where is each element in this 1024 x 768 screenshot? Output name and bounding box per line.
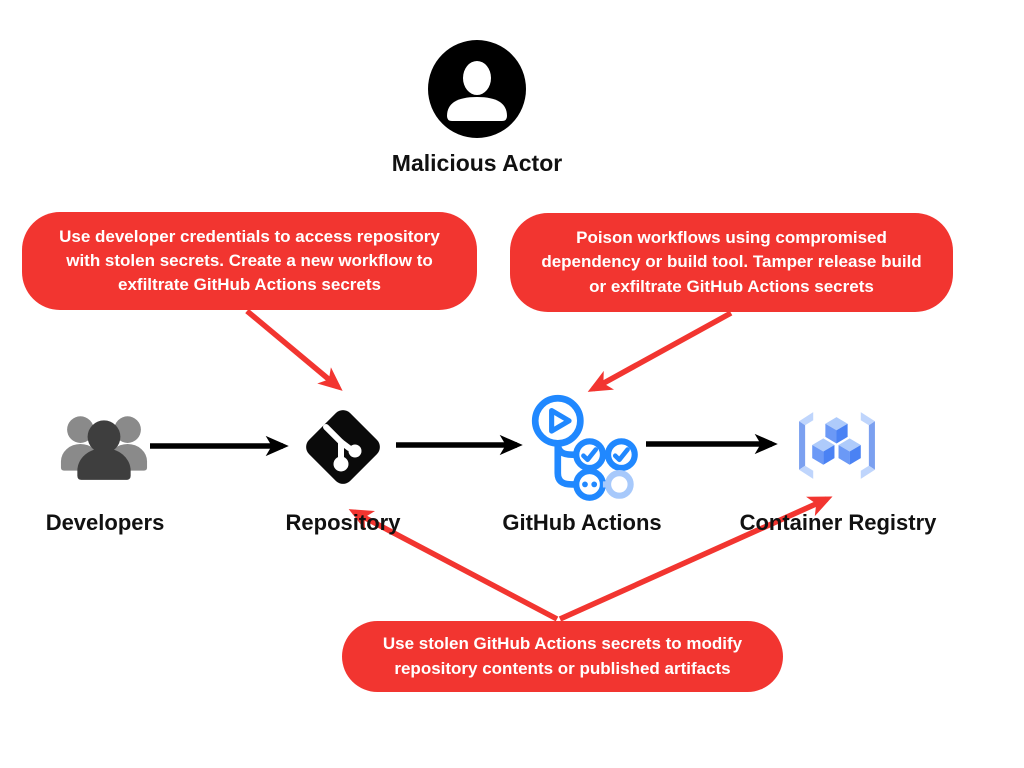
node-container-registry — [788, 404, 886, 490]
node-github-actions — [527, 394, 645, 502]
person-icon — [447, 61, 507, 121]
github-actions-workflow-icon — [531, 394, 638, 501]
callout-registry-attack: Use stolen GitHub Actions secrets to mod… — [342, 621, 783, 692]
label-repository: Repository — [285, 510, 401, 535]
container-registry-cubes-icon — [799, 412, 875, 479]
malicious-actor-avatar — [428, 40, 526, 138]
node-repository — [298, 402, 388, 492]
node-developers — [50, 404, 158, 486]
attack-arrow-right-callout-to-actions — [587, 310, 733, 392]
label-developers: Developers — [45, 510, 165, 535]
callout-actions-attack: Poison workflows using compromised depen… — [510, 213, 953, 312]
git-repository-icon — [306, 410, 380, 484]
attack-arrow-left-callout-to-repository — [245, 308, 343, 391]
callout-repository-attack: Use developer credentials to access repo… — [22, 212, 477, 310]
developers-group-icon — [60, 416, 148, 480]
label-container-registry: Container Registry — [739, 510, 937, 535]
label-github-actions: GitHub Actions — [502, 510, 662, 535]
malicious-actor-label: Malicious Actor — [391, 150, 563, 176]
